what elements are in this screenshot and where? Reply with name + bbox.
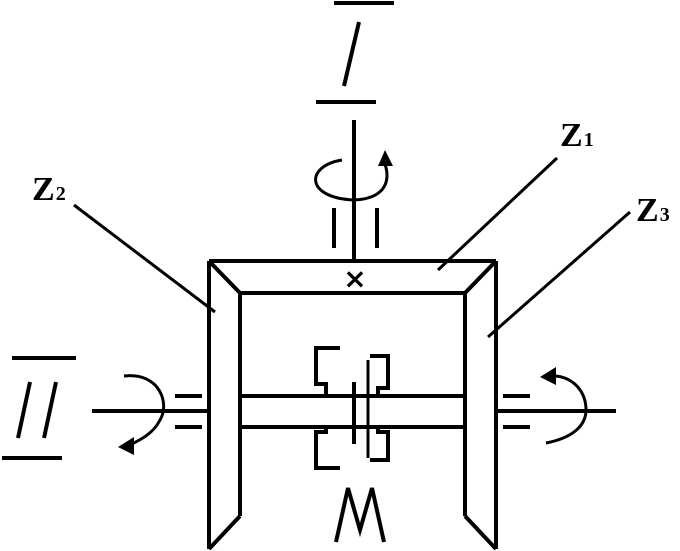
gear-z2 [207, 259, 242, 551]
rotation-arrow-left-icon [118, 374, 166, 455]
z2-label: Z2 [32, 171, 66, 208]
shaft-i-label: I [316, 1, 394, 104]
bottom-m-mark [334, 487, 386, 543]
z3-leader-line [487, 210, 631, 339]
center-cross-mark: × [343, 262, 366, 295]
z3-label: Z3 [636, 192, 670, 229]
rotation-arrow-right-icon [540, 367, 588, 445]
rotation-arrow-top-icon [314, 150, 393, 202]
clutch-coupling [314, 346, 390, 470]
z1-leader-line [436, 156, 559, 272]
gear-z3 [463, 259, 498, 551]
shaft-i-glyph [342, 21, 361, 87]
z2-leader-line [73, 203, 216, 314]
z1-label: Z1 [560, 117, 594, 154]
shaft-ii-label: II [2, 356, 76, 460]
